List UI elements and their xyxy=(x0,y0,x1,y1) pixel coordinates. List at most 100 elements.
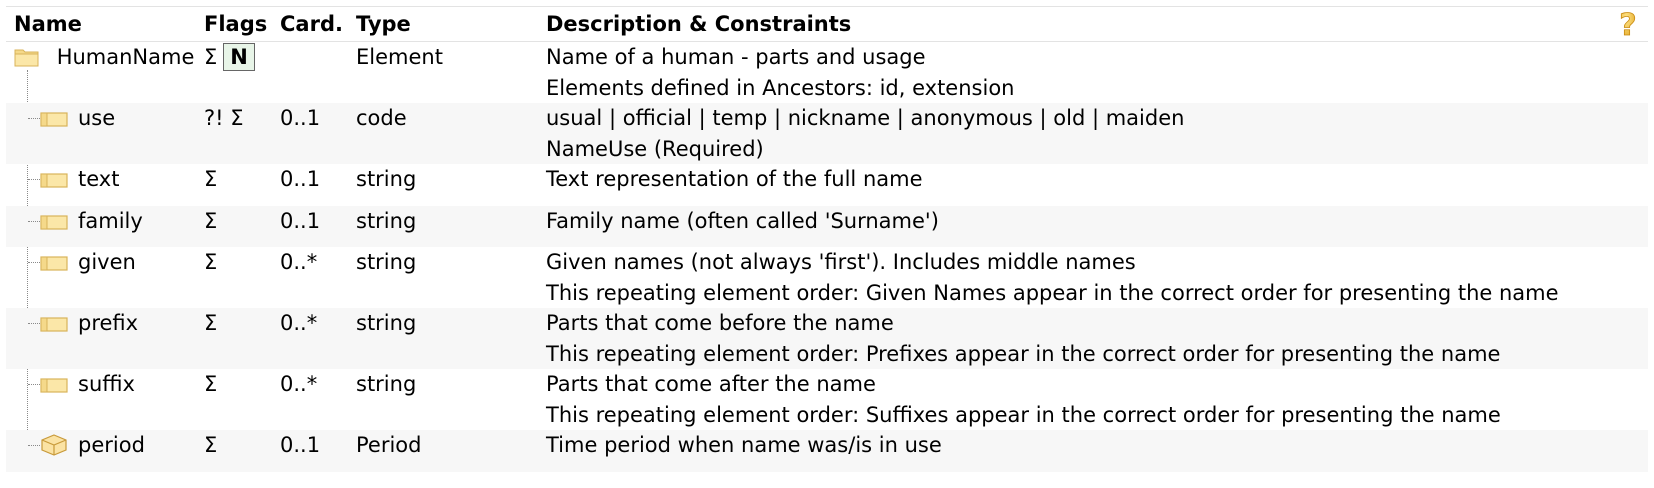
type-cell: string xyxy=(348,308,538,369)
table-row: period Σ 0..1 Period Time period when name w… xyxy=(6,430,1648,472)
root-desc-line-1: Name of a human - parts and usage xyxy=(546,45,926,69)
description-line: Time period when name was/is in use xyxy=(546,433,942,457)
datatype-icon xyxy=(41,434,67,456)
type: code xyxy=(356,106,407,130)
header-desc: Description & Constraints ? xyxy=(538,6,1648,42)
name-cell: use xyxy=(6,103,196,164)
tree-branch-connector xyxy=(28,118,40,119)
flags-cell: Σ xyxy=(196,205,272,247)
element-name[interactable]: text xyxy=(78,167,120,191)
header-name: Name xyxy=(6,6,196,42)
tree-branch-connector xyxy=(28,220,40,222)
flags-cell: Σ xyxy=(196,308,272,369)
flags-cell: Σ xyxy=(196,247,272,308)
description-cell: Family name (often called 'Surname') xyxy=(538,205,1648,247)
header-flags: Flags xyxy=(196,6,272,42)
element-name[interactable]: prefix xyxy=(78,311,139,335)
element-name[interactable]: period xyxy=(78,433,145,457)
type: string xyxy=(356,208,417,233)
type: string xyxy=(356,250,417,274)
header-desc-label: Description & Constraints xyxy=(546,12,852,36)
primitive-icon xyxy=(40,112,68,127)
flags: Σ xyxy=(204,372,218,396)
description-line: Text representation of the full name xyxy=(546,167,923,191)
description-cell: Given names (not always 'first'). Includ… xyxy=(538,247,1648,308)
type-cell: string xyxy=(348,205,538,247)
header-type: Type xyxy=(348,6,538,42)
flags-cell: Σ xyxy=(196,164,272,206)
cardinality-cell: 0..1 xyxy=(272,164,348,206)
name-cell: given xyxy=(6,247,196,308)
root-type: Element xyxy=(356,45,443,69)
type: string xyxy=(356,311,417,335)
tree-branch-connector xyxy=(28,323,40,324)
element-name[interactable]: suffix xyxy=(78,372,135,396)
cardinality: 0..1 xyxy=(280,208,321,233)
help-icon[interactable]: ? xyxy=(1614,9,1642,39)
type-cell: code xyxy=(348,103,538,164)
primitive-icon xyxy=(40,214,68,230)
flags-cell: Σ xyxy=(196,369,272,430)
flags-cell: Σ xyxy=(196,430,272,472)
cardinality: 0..1 xyxy=(280,106,321,130)
type-cell: string xyxy=(348,164,538,206)
type-cell: string xyxy=(348,247,538,308)
description-cell: Time period when name was/is in use xyxy=(538,430,1648,472)
primitive-icon xyxy=(40,173,68,188)
primitive-icon xyxy=(40,256,68,271)
name-cell: prefix xyxy=(6,308,196,369)
tree-branch-connector xyxy=(28,445,40,446)
tree-connector-line xyxy=(27,70,28,458)
element-name[interactable]: family xyxy=(78,208,143,233)
description-line: Given names (not always 'first'). Includ… xyxy=(546,250,1136,274)
name-cell: period xyxy=(6,430,196,472)
table-row: prefix Σ 0..* string Parts that come before … xyxy=(6,308,1648,369)
element-name[interactable]: given xyxy=(78,250,136,274)
tree-branch-connector xyxy=(28,262,40,263)
root-name[interactable]: HumanName xyxy=(56,45,195,69)
name-cell: family xyxy=(6,205,196,247)
folder-icon xyxy=(14,49,39,67)
flags: ?! Σ xyxy=(204,106,244,130)
type: Period xyxy=(356,433,422,457)
primitive-icon xyxy=(40,317,68,332)
cardinality: 0..1 xyxy=(280,167,321,191)
cardinality-cell: 0..* xyxy=(272,308,348,369)
root-desc-line-2: Elements defined in Ancestors: id, exten… xyxy=(546,75,1015,100)
flags-cell: ?! Σ xyxy=(196,103,272,164)
root-flag-summary: Σ xyxy=(204,45,218,69)
type-cell: Period xyxy=(348,430,538,472)
flags: Σ xyxy=(204,433,218,457)
root-flag-badge: N xyxy=(223,43,255,71)
root-card-cell xyxy=(272,42,348,104)
root-type-cell: Element xyxy=(348,42,538,104)
cardinality-cell: 0..* xyxy=(272,247,348,308)
cardinality-cell: 0..1 xyxy=(272,103,348,164)
flags: Σ xyxy=(204,250,218,274)
tree-branch-connector xyxy=(28,179,40,180)
svg-text:?: ? xyxy=(1619,9,1636,39)
flags: Σ xyxy=(204,311,218,335)
cardinality: 0..* xyxy=(280,372,318,396)
root-name-cell: HumanName xyxy=(6,42,196,104)
cardinality-cell: 0..1 xyxy=(272,430,348,472)
flags: Σ xyxy=(204,167,218,191)
description-cell: Text representation of the full name xyxy=(538,164,1648,206)
description-line: usual | official | temp | nickname | ano… xyxy=(546,106,1185,130)
description-line: This repeating element order: Suffixes a… xyxy=(546,402,1501,427)
cardinality: 0..* xyxy=(280,311,318,335)
header-row: Name Flags Card. Type Description & Cons… xyxy=(6,6,1648,42)
element-name[interactable]: use xyxy=(78,106,116,130)
name-cell: text xyxy=(6,164,196,206)
table-row: text Σ 0..1 string Text representation of th… xyxy=(6,164,1648,206)
type-cell: string xyxy=(348,369,538,430)
table-row: given Σ 0..* string Given names (not always … xyxy=(6,247,1648,308)
description-line: Family name (often called 'Surname') xyxy=(546,208,939,233)
cardinality-cell: 0..1 xyxy=(272,205,348,247)
description-line: This repeating element order: Given Name… xyxy=(546,280,1559,305)
